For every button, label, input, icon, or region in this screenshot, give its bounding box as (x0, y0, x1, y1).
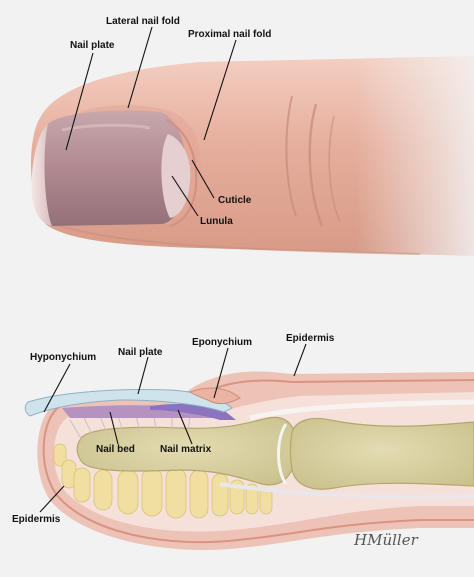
ridge (83, 417, 95, 439)
ridge (135, 415, 141, 433)
extensor-tendon (249, 399, 474, 421)
label-nail-matrix: Nail matrix (160, 444, 212, 455)
nail-free-edge (31, 124, 52, 226)
fat-pad (93, 469, 113, 511)
cuticle-line (165, 119, 198, 227)
middle-phalanx (289, 417, 474, 490)
nail-plate-top (39, 110, 186, 226)
leader-nail-plate-section (137, 356, 149, 395)
leader-hyponychium (43, 363, 71, 413)
label-epidermis-top: Epidermis (286, 333, 335, 344)
label-nail-plate-section: Nail plate (118, 347, 163, 358)
flexor-tendon (219, 482, 474, 499)
label-epidermis-bottom: Epidermis (12, 514, 61, 525)
bottom-leader-lines (39, 343, 307, 513)
top-leader-lines (65, 26, 237, 217)
leader-nail-plate-top (65, 52, 94, 151)
leader-eponychium (213, 347, 229, 399)
fat-pad (73, 467, 91, 503)
distal-phalanx (76, 416, 297, 486)
label-proximal-nail-fold: Proximal nail fold (188, 29, 271, 40)
fat-pad (117, 469, 139, 515)
ridge (69, 419, 83, 441)
joint-cartilage (277, 423, 288, 485)
ridge (99, 415, 109, 437)
leader-lateral-nail-fold (127, 26, 153, 109)
label-hyponychium: Hyponychium (30, 352, 96, 363)
nail-plate-section (24, 389, 233, 417)
lunula-shape (161, 134, 191, 218)
leader-epidermis-top (293, 343, 307, 377)
fat-pad (53, 443, 67, 467)
leader-nail-matrix (177, 409, 193, 445)
fat-pad (245, 483, 259, 515)
label-cuticle: Cuticle (218, 195, 252, 206)
fat-pad (141, 467, 163, 517)
ridge (153, 415, 157, 431)
leader-nail-bed (109, 411, 119, 445)
knuckle-crease-2 (308, 103, 324, 227)
label-nail-bed: Nail bed (96, 444, 135, 455)
finger-shadow (59, 225, 421, 255)
ridge (117, 415, 125, 435)
nail-sheen (61, 123, 151, 132)
artist-signature: HMüller (353, 531, 419, 549)
label-lateral-nail-fold: Lateral nail fold (106, 16, 180, 27)
leader-cuticle (191, 159, 215, 199)
ridge (187, 417, 191, 431)
fat-pad (165, 467, 187, 519)
nail-bed-ridges (69, 415, 191, 441)
leader-proximal-nail-fold (203, 39, 237, 141)
label-nail-plate-top: Nail plate (70, 40, 115, 51)
leader-epidermis-bottom (39, 485, 65, 513)
label-eponychium: Eponychium (192, 337, 252, 348)
fat-pads (53, 443, 273, 519)
finger-exterior (0, 50, 474, 260)
fat-pad (189, 469, 209, 519)
label-lunula: Lunula (200, 216, 233, 227)
fat-pad (211, 473, 229, 517)
knuckle-crease-3 (328, 115, 341, 223)
finger-cross-section (24, 371, 474, 550)
knuckle-crease-1 (285, 95, 297, 217)
leader-lunula (171, 175, 199, 217)
